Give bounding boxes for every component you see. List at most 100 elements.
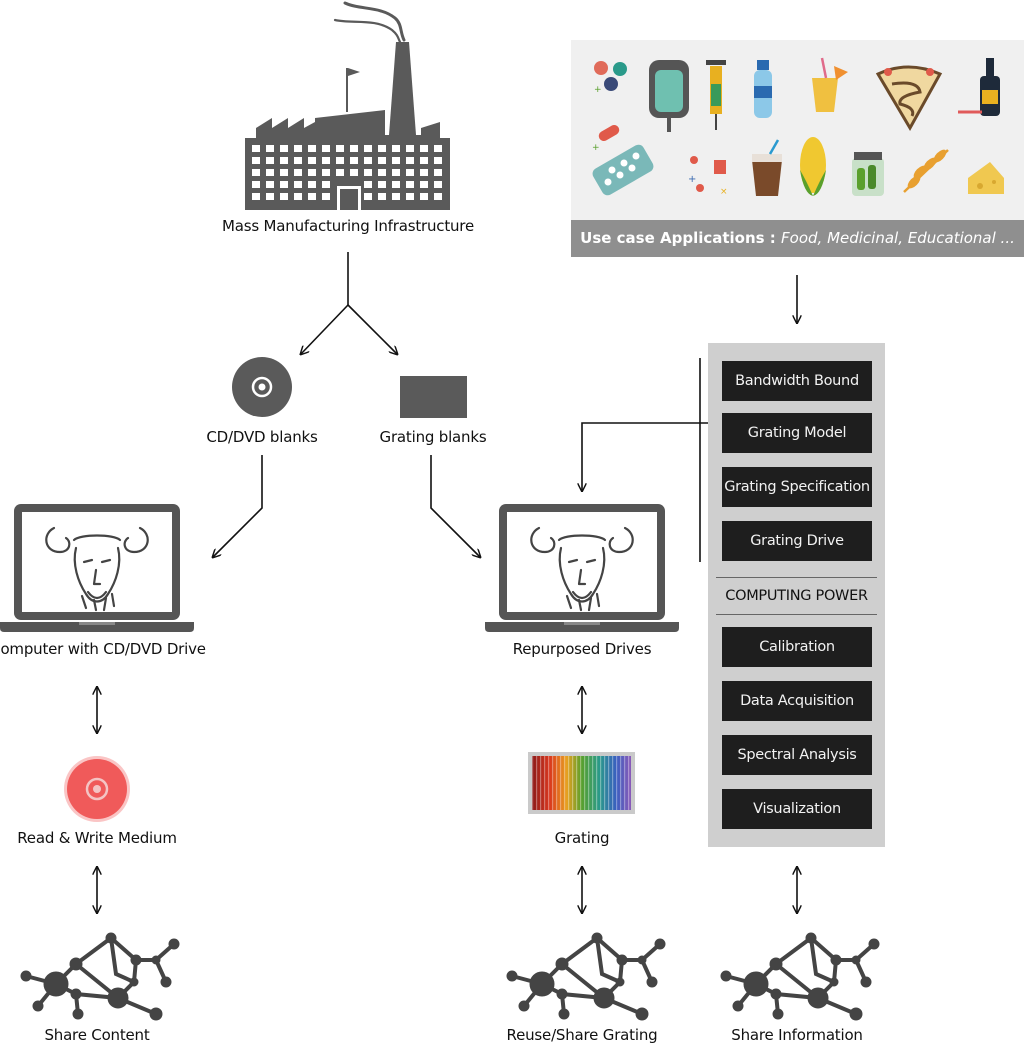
pizza-icon — [875, 65, 943, 132]
factory-window — [364, 193, 372, 200]
usecase-prefix: Use case Applications : — [580, 229, 782, 247]
factory-window — [294, 145, 302, 152]
factory-window — [364, 169, 372, 176]
factory-window — [392, 193, 400, 200]
factory-window — [336, 157, 344, 164]
usecase-items: Food, Medicinal, Educational ... — [781, 229, 1015, 247]
factory-window — [252, 157, 260, 164]
factory-window — [364, 157, 372, 164]
factory-window — [434, 181, 442, 188]
factory-window — [364, 181, 372, 188]
factory-window — [266, 181, 274, 188]
spectrum-grating-icon — [528, 752, 635, 814]
factory-window — [280, 145, 288, 152]
pickle-jar-icon — [852, 152, 884, 196]
laptop-gnu-icon-right — [483, 502, 681, 634]
factory-window — [336, 169, 344, 176]
svg-text:×: × — [720, 187, 728, 197]
laptop-gnu-icon-left — [0, 502, 196, 634]
factory-window — [294, 181, 302, 188]
factory-window — [322, 157, 330, 164]
usecase-icons: + + +× — [592, 57, 1004, 197]
factory-window — [266, 145, 274, 152]
factory-window — [280, 193, 288, 200]
factory-window — [406, 169, 414, 176]
factory-window — [420, 181, 428, 188]
computing-power-divider: COMPUTING POWER — [716, 577, 877, 615]
svg-text:+: + — [594, 85, 602, 95]
network-icon-right — [719, 931, 881, 1022]
factory-split-connector — [300, 252, 398, 355]
step-data-acquisition: Data Acquisition — [722, 681, 872, 721]
factory-window — [434, 193, 442, 200]
factory-icon — [245, 1, 450, 210]
cd-blanks-label: CD/DVD blanks — [206, 428, 318, 446]
factory-window — [322, 145, 330, 152]
factory-window — [322, 193, 330, 200]
grating-blank-icon — [400, 376, 467, 418]
factory-window — [406, 181, 414, 188]
wine-bottle-icon — [958, 58, 1000, 116]
red-disc-icon — [64, 756, 130, 822]
step-bandwidth-bound: Bandwidth Bound — [722, 361, 872, 401]
factory-window — [420, 145, 428, 152]
arrow-grating-to-repurposed — [430, 455, 481, 558]
svg-text:+: + — [688, 174, 696, 185]
wheat-icon — [903, 149, 949, 193]
water-bottle-icon — [754, 60, 772, 118]
factory-window — [294, 169, 302, 176]
usecase-panel — [571, 40, 1024, 220]
factory-window — [378, 169, 386, 176]
factory-window — [308, 193, 316, 200]
factory-window — [378, 193, 386, 200]
factory-window — [378, 181, 386, 188]
factory-window — [350, 169, 358, 176]
medium-label: Read & Write Medium — [17, 829, 177, 847]
step-calibration: Calibration — [722, 627, 872, 667]
factory-window — [364, 145, 372, 152]
usecase-caption: Use case Applications : Food, Medicinal,… — [571, 220, 1024, 257]
factory-window — [336, 145, 344, 152]
factory-label: Mass Manufacturing Infrastructure — [222, 217, 474, 235]
factory-window — [266, 169, 274, 176]
factory-window — [308, 157, 316, 164]
pipeline-to-repurposed-connector — [582, 358, 708, 562]
factory-window — [322, 181, 330, 188]
factory-window — [266, 193, 274, 200]
factory-window — [378, 145, 386, 152]
factory-window — [308, 145, 316, 152]
factory-window — [406, 157, 414, 164]
pill-pack-icon — [592, 144, 654, 196]
factory-window — [392, 169, 400, 176]
double-arrows — [97, 686, 797, 914]
factory-window — [252, 193, 260, 200]
cheese-icon — [968, 162, 1004, 194]
factory-window — [406, 193, 414, 200]
factory-windows — [252, 145, 442, 200]
share-content-label: Share Content — [44, 1026, 150, 1044]
factory-window — [378, 157, 386, 164]
factory-window — [392, 157, 400, 164]
syringe-icon — [706, 60, 726, 130]
factory-window — [420, 193, 428, 200]
arrow-cd-to-computer — [212, 455, 263, 558]
step-grating-drive: Grating Drive — [722, 521, 872, 561]
factory-window — [420, 169, 428, 176]
reuse-share-label: Reuse/Share Grating — [506, 1026, 658, 1044]
factory-window — [406, 145, 414, 152]
step-grating-specification: Grating Specification — [722, 467, 872, 507]
factory-window — [280, 181, 288, 188]
disc-icon — [232, 357, 292, 417]
svg-text:+: + — [592, 143, 600, 153]
factory-window — [434, 145, 442, 152]
factory-window — [266, 157, 274, 164]
iv-bag-icon — [649, 60, 689, 132]
corn-icon — [800, 137, 826, 196]
factory-window — [392, 145, 400, 152]
computer-label: Computer with CD/DVD Drive — [0, 640, 206, 658]
share-info-label: Share Information — [731, 1026, 863, 1044]
factory-window — [420, 157, 428, 164]
network-icon-left — [19, 931, 181, 1022]
magnet-pills-icon: +× — [688, 156, 728, 197]
factory-window — [434, 157, 442, 164]
